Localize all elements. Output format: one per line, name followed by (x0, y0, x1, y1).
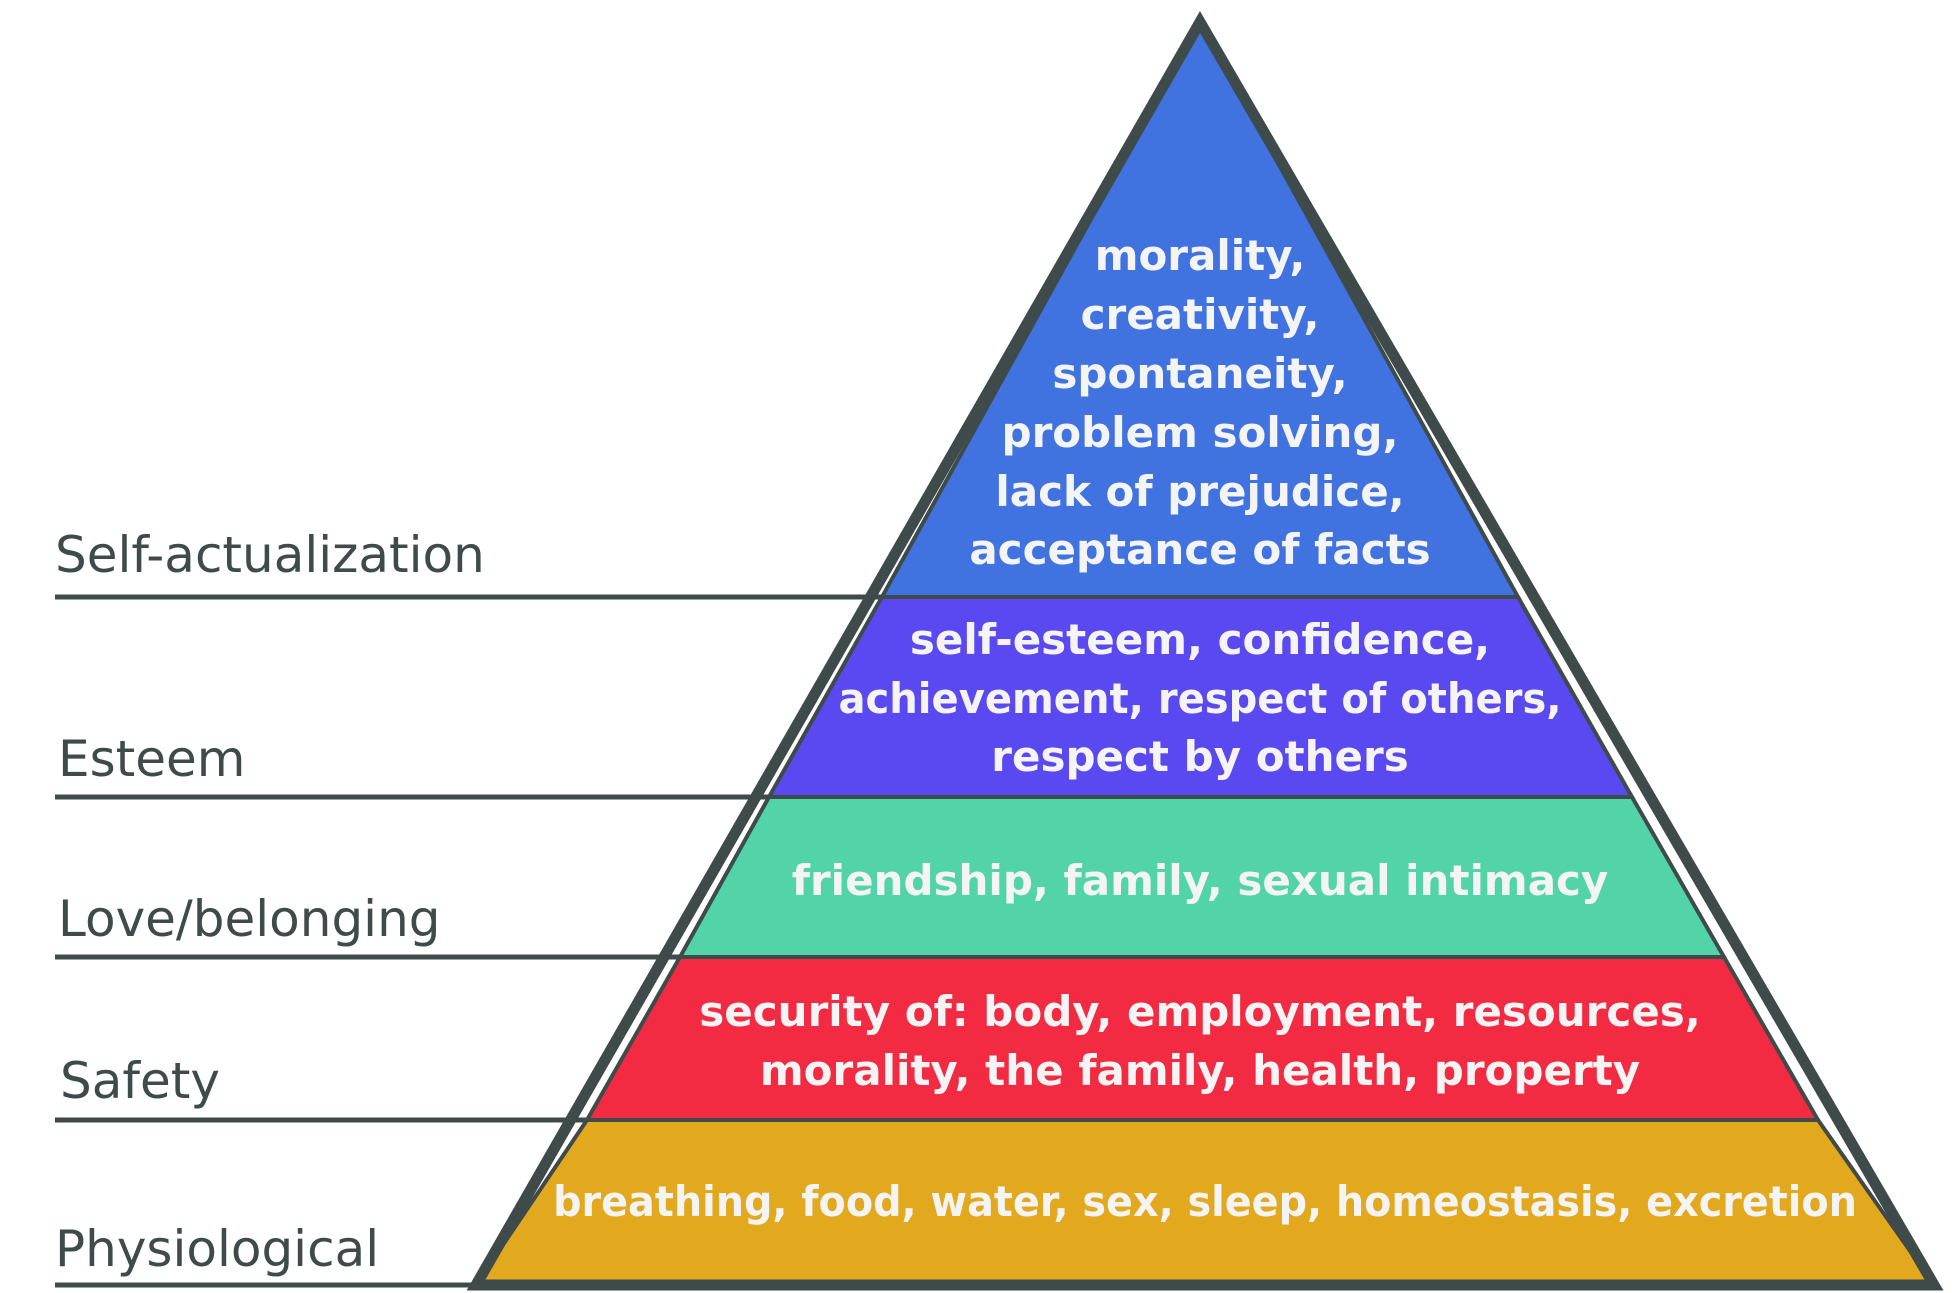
tier-text-self-actualization-line-3: spontaneity, (1052, 349, 1347, 398)
tier-text-physiological-line-1: breathing, food, water, sex, sleep, home… (553, 1177, 1857, 1226)
level-label-esteem: Esteem (58, 730, 245, 788)
tier-text-esteem-line-1: self-esteem, confidence, (910, 615, 1490, 664)
level-label-safety: Safety (60, 1052, 220, 1110)
tier-text-love-belonging-line-1: friendship, family, sexual intimacy (792, 856, 1609, 905)
level-label-self-actualization: Self-actualization (55, 526, 485, 584)
level-label-love-belonging: Love/belonging (58, 890, 441, 948)
level-label-physiological: Physiological (55, 1220, 379, 1278)
tier-text-esteem-line-2: achievement, respect of others, (838, 674, 1561, 723)
tier-text-esteem-line-3: respect by others (991, 732, 1408, 781)
tier-text-self-actualization-line-1: morality, (1095, 231, 1306, 280)
tier-text-safety-line-1: security of: body, employment, resources… (699, 987, 1700, 1036)
tier-text-safety-line-2: morality, the family, health, property (760, 1046, 1640, 1095)
tier-safety (583, 955, 1822, 1122)
tier-text-self-actualization-line-4: problem solving, (1002, 408, 1399, 457)
tier-text-self-actualization-line-5: lack of prejudice, (995, 467, 1404, 516)
pyramid-outline (466, 10, 1944, 1291)
tier-text-self-actualization-line-2: creativity, (1081, 290, 1320, 339)
tier-text-self-actualization-line-6: acceptance of facts (969, 525, 1430, 574)
